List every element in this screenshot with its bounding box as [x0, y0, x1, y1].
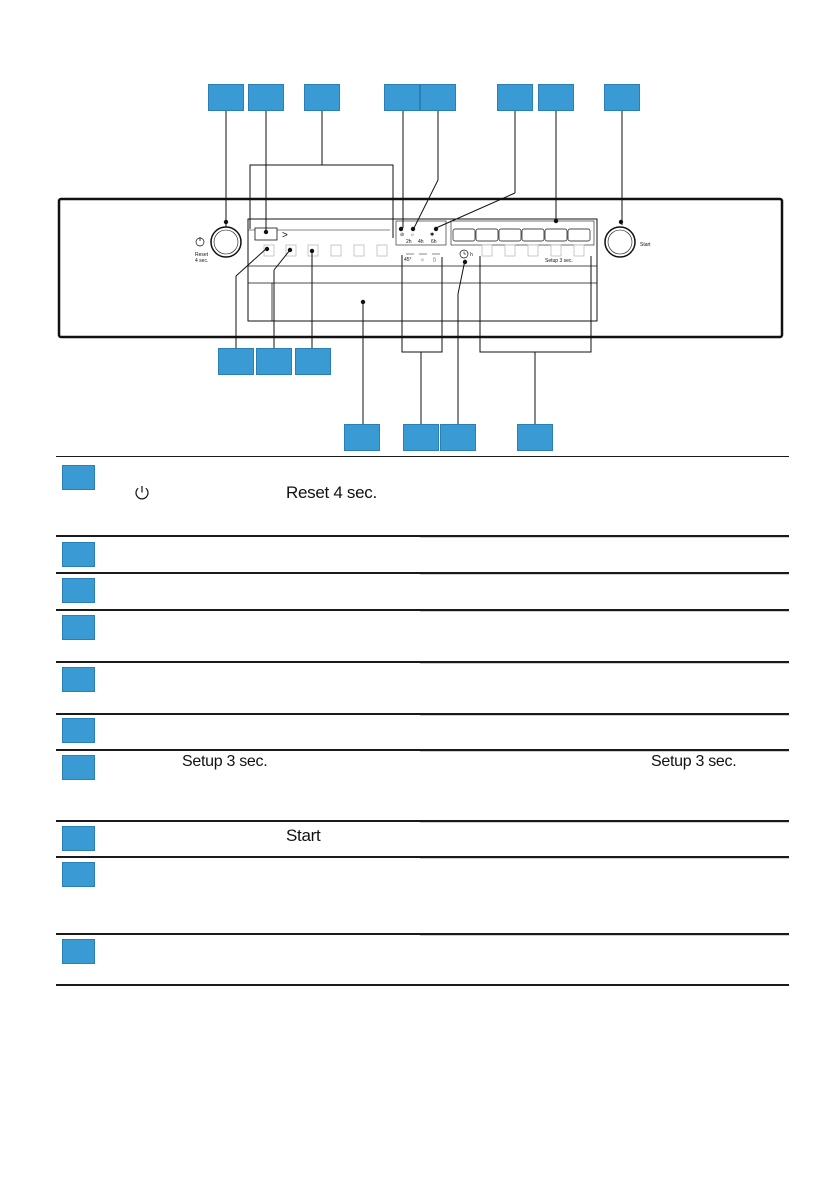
svg-text:>: > — [282, 230, 288, 241]
row-badge-9 — [62, 862, 95, 887]
svg-text:▯: ▯ — [433, 257, 436, 263]
leader-dots — [223, 218, 624, 305]
reset-mini-label: Reset — [195, 252, 209, 258]
svg-text:☼: ☼ — [420, 257, 425, 263]
row-badge-1 — [62, 465, 95, 490]
row-7-right-text: Setup 3 sec. — [651, 753, 737, 770]
callout-badge-12 — [344, 424, 380, 451]
svg-text:6h: 6h — [431, 239, 437, 245]
callout-badge-6 — [497, 84, 533, 111]
callout-badge-4 — [384, 84, 420, 111]
start-mini-label: Start — [640, 242, 651, 248]
svg-text:4h: 4h — [418, 239, 424, 245]
svg-text:2h: 2h — [406, 239, 412, 245]
row-badge-7 — [62, 755, 95, 780]
row-7-left-text: Setup 3 sec. — [182, 753, 268, 770]
option-buttons — [452, 228, 591, 242]
callout-badge-3 — [304, 84, 340, 111]
svg-text:45°: 45° — [404, 257, 412, 263]
row-badge-5 — [62, 667, 95, 692]
callout-badge-9 — [218, 348, 254, 375]
callout-badge-14 — [440, 424, 476, 451]
power-icon-table — [135, 486, 149, 500]
row-1-left-text: Reset 4 sec. — [286, 483, 377, 502]
panel-outline — [57, 197, 784, 339]
callout-badge-8 — [604, 84, 640, 111]
svg-text:h: h — [470, 252, 473, 258]
row-badge-4 — [62, 615, 95, 640]
callout-badge-7 — [538, 84, 574, 111]
leader-lines — [225, 110, 623, 426]
row-badge-3 — [62, 578, 95, 603]
callout-badge-10 — [256, 348, 292, 375]
svg-text:Setup 3 sec.: Setup 3 sec. — [545, 258, 573, 264]
callout-badge-2 — [248, 84, 284, 111]
svg-text:4 sec.: 4 sec. — [195, 258, 208, 264]
row-badge-6 — [62, 718, 95, 743]
callout-badge-1 — [208, 84, 244, 111]
row-badge-10 — [62, 939, 95, 964]
svg-text:⊘: ⊘ — [400, 232, 404, 238]
callout-badge-15 — [517, 424, 553, 451]
row-badge-2 — [62, 542, 95, 567]
power-icon — [195, 237, 205, 247]
svg-text:☼: ☼ — [410, 232, 415, 238]
display-frame — [247, 218, 598, 322]
control-panel-diagram: Reset 4 sec. Start > ⊘ ☼ ✱ 2h 4h 6h 45° … — [0, 0, 839, 455]
panel-drawing: Reset 4 sec. Start > ⊘ ☼ ✱ 2h 4h 6h 45° … — [57, 110, 784, 426]
clock-icon — [459, 249, 469, 259]
row-8-left-text: Start — [286, 826, 321, 845]
callout-badge-13 — [403, 424, 439, 451]
callout-badge-11 — [295, 348, 331, 375]
row-badge-8 — [62, 826, 95, 851]
callout-badge-5 — [420, 84, 456, 111]
svg-text:✱: ✱ — [430, 232, 434, 238]
